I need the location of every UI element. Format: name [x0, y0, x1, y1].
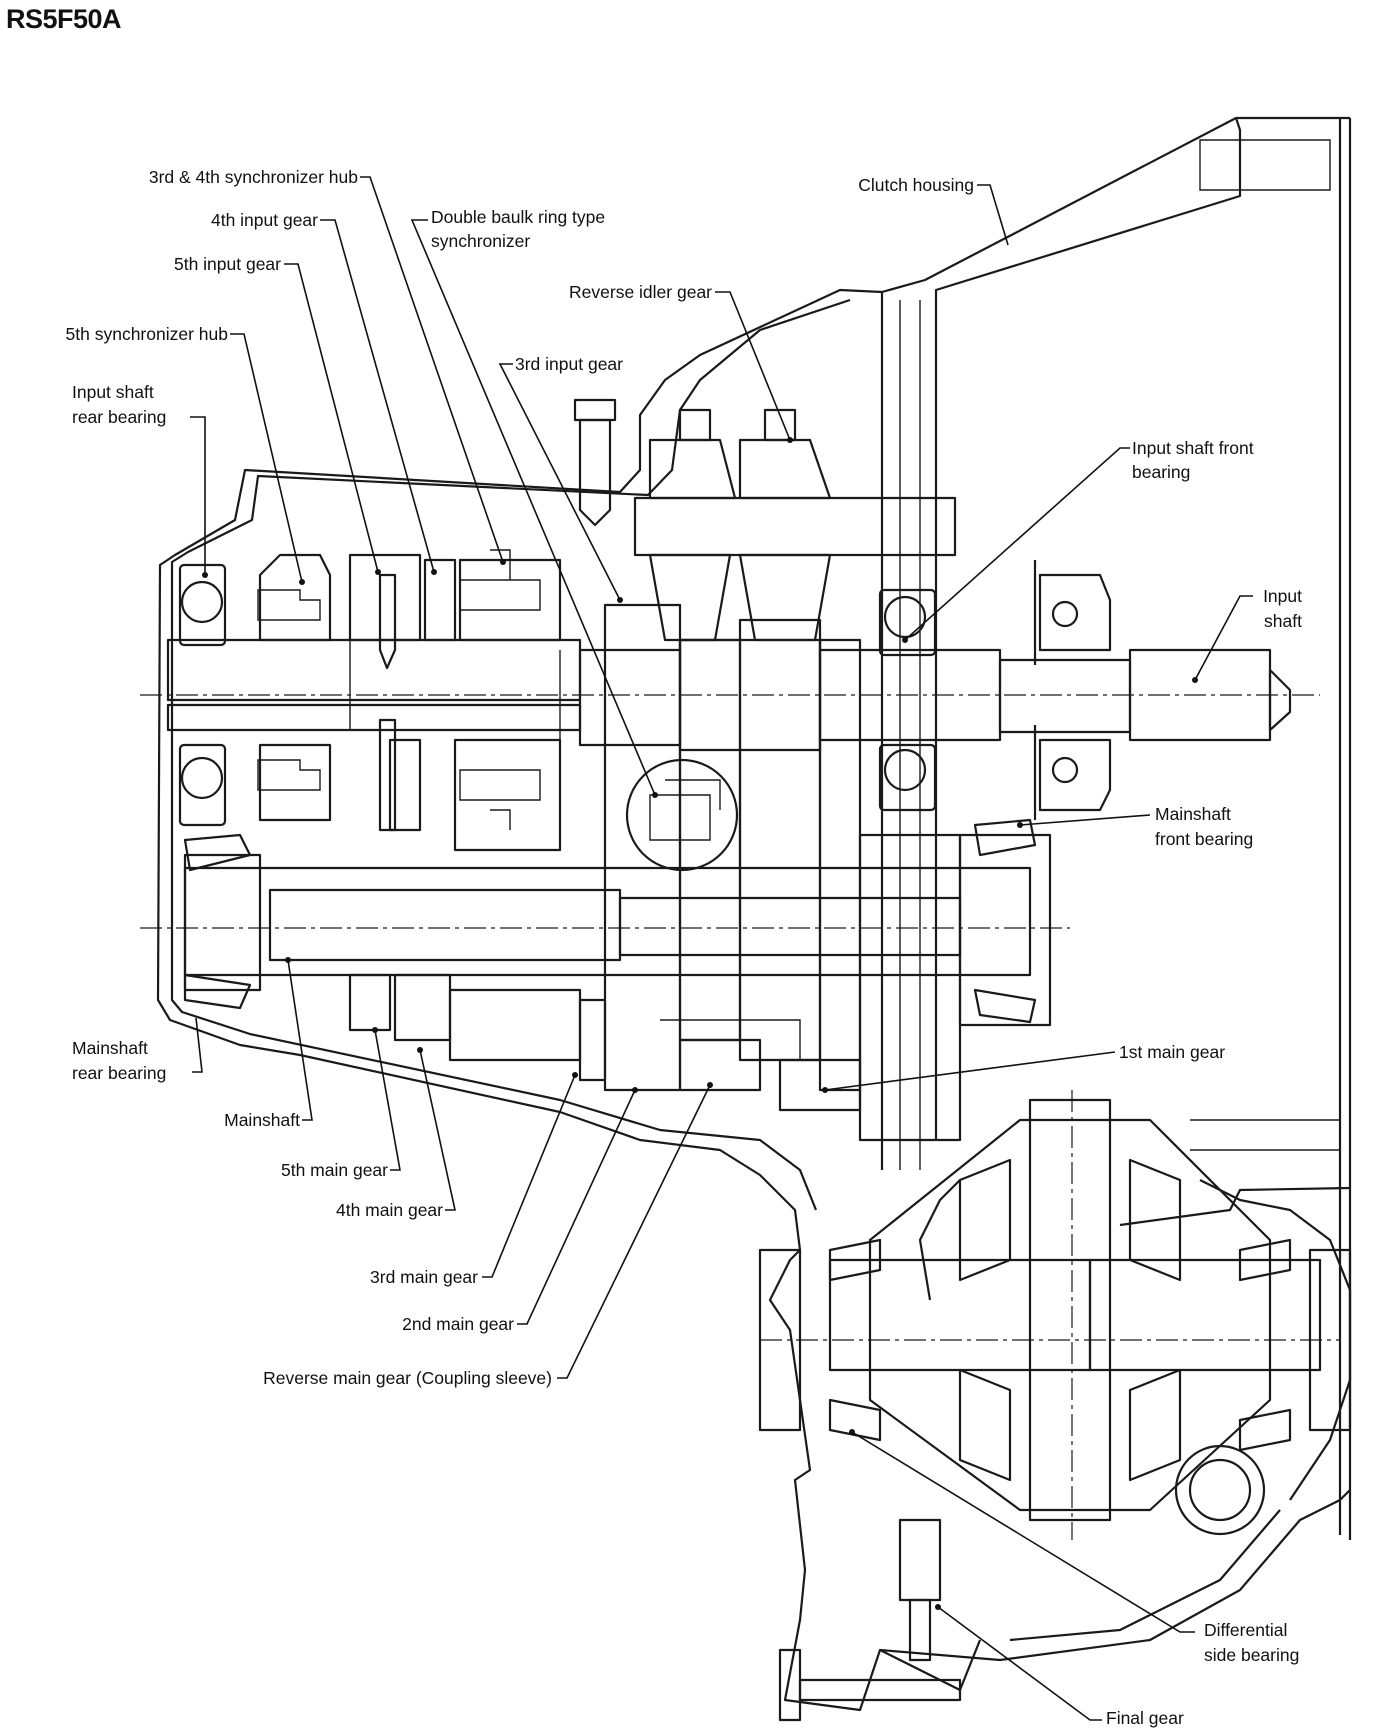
label-main-2nd-gear: 2nd main gear [402, 1314, 514, 1334]
mainshaft-front-bearing-parts [958, 818, 1052, 1027]
label-input-3rd-gear: 3rd input gear [515, 354, 623, 374]
leader-reverse-main [557, 1084, 711, 1379]
label-reverse-main-gear: Reverse main gear (Coupling sleeve) [263, 1368, 552, 1388]
leader-mainshaft-front-bearing [1019, 814, 1151, 826]
leader-main-3rd [482, 1074, 576, 1278]
clutch-housing-web [899, 139, 1340, 1170]
label-input-shaft-front-bearing-2: bearing [1132, 462, 1190, 482]
label-final-gear: Final gear [1106, 1708, 1184, 1728]
leader-input-4th [320, 219, 435, 573]
leader-main-2nd [517, 1089, 636, 1325]
label-input-shaft-1: Input [1263, 586, 1302, 606]
label-double-baulk-2: synchronizer [431, 231, 530, 251]
leader-input-5th [284, 263, 379, 573]
label-differential-side-bearing-2: side bearing [1204, 1645, 1299, 1665]
label-sync-34-hub: 3rd & 4th synchronizer hub [149, 167, 358, 187]
leader-clutch-housing [977, 184, 1009, 246]
label-clutch-housing: Clutch housing [858, 175, 974, 195]
leader-main-4th [419, 1049, 456, 1211]
leader-differential-side-bearing [851, 1431, 1195, 1633]
label-mainshaft-rear-bearing-2: rear bearing [72, 1063, 166, 1083]
leader-lines [190, 176, 1253, 1721]
main-gears [348, 973, 862, 1112]
label-mainshaft: Mainshaft [224, 1110, 300, 1130]
input-shaft-front-bearing-parts [878, 588, 937, 812]
label-main-4th-gear: 4th main gear [336, 1200, 443, 1220]
label-reverse-idler-gear: Reverse idler gear [569, 282, 712, 302]
leader-reverse-idler [715, 291, 791, 441]
label-input-shaft-rear-bearing-2: rear bearing [72, 407, 166, 427]
leader-main-1st [824, 1051, 1116, 1091]
mainshaft-rear-bearing-parts [183, 833, 262, 1010]
input-shaft [140, 638, 1320, 752]
leader-double-baulk [410, 219, 656, 796]
leader-sync-5th [230, 333, 303, 583]
input-shaft-rear-bearing-parts [178, 563, 227, 827]
label-input-shaft-2: shaft [1264, 611, 1302, 631]
leader-sync-34-hub [360, 176, 504, 563]
differential-assembly [758, 1090, 1352, 1722]
label-main-3rd-gear: 3rd main gear [370, 1267, 478, 1287]
transaxle-housing [156, 116, 1352, 1712]
leader-mainshaft-rear-bearing [192, 1017, 203, 1073]
leader-input-shaft-rear-bearing [190, 416, 206, 575]
leader-main-5th [374, 1029, 401, 1171]
label-double-baulk-1: Double baulk ring type [431, 207, 605, 227]
leader-input-shaft-front-bearing [904, 447, 1130, 641]
label-input-shaft-front-bearing-1: Input shaft front [1132, 438, 1254, 458]
label-sync-5th-hub: 5th synchronizer hub [66, 324, 228, 344]
input-gears [258, 553, 562, 852]
input-shaft-seal [1033, 560, 1112, 820]
synchronizer-hubs [257, 549, 541, 830]
callout-labels: 3rd & 4th synchronizer hub 4th input gea… [66, 167, 1303, 1728]
label-differential-side-bearing-1: Differential [1204, 1620, 1287, 1640]
leader-mainshaft [287, 959, 313, 1121]
label-input-4th-gear: 4th input gear [211, 210, 318, 230]
leader-input-shaft [1194, 595, 1253, 681]
label-main-5th-gear: 5th main gear [281, 1160, 388, 1180]
label-mainshaft-front-bearing-2: front bearing [1155, 829, 1253, 849]
label-input-shaft-rear-bearing-1: Input shaft [72, 382, 154, 402]
label-mainshaft-rear-bearing-1: Mainshaft [72, 1038, 148, 1058]
label-mainshaft-front-bearing-1: Mainshaft [1155, 804, 1231, 824]
label-main-1st-gear: 1st main gear [1119, 1042, 1225, 1062]
leader-final-gear [937, 1606, 1102, 1721]
diagram-title: RS5F50A [6, 4, 122, 34]
leader-input-3rd [498, 363, 621, 601]
label-input-5th-gear: 5th input gear [174, 254, 281, 274]
